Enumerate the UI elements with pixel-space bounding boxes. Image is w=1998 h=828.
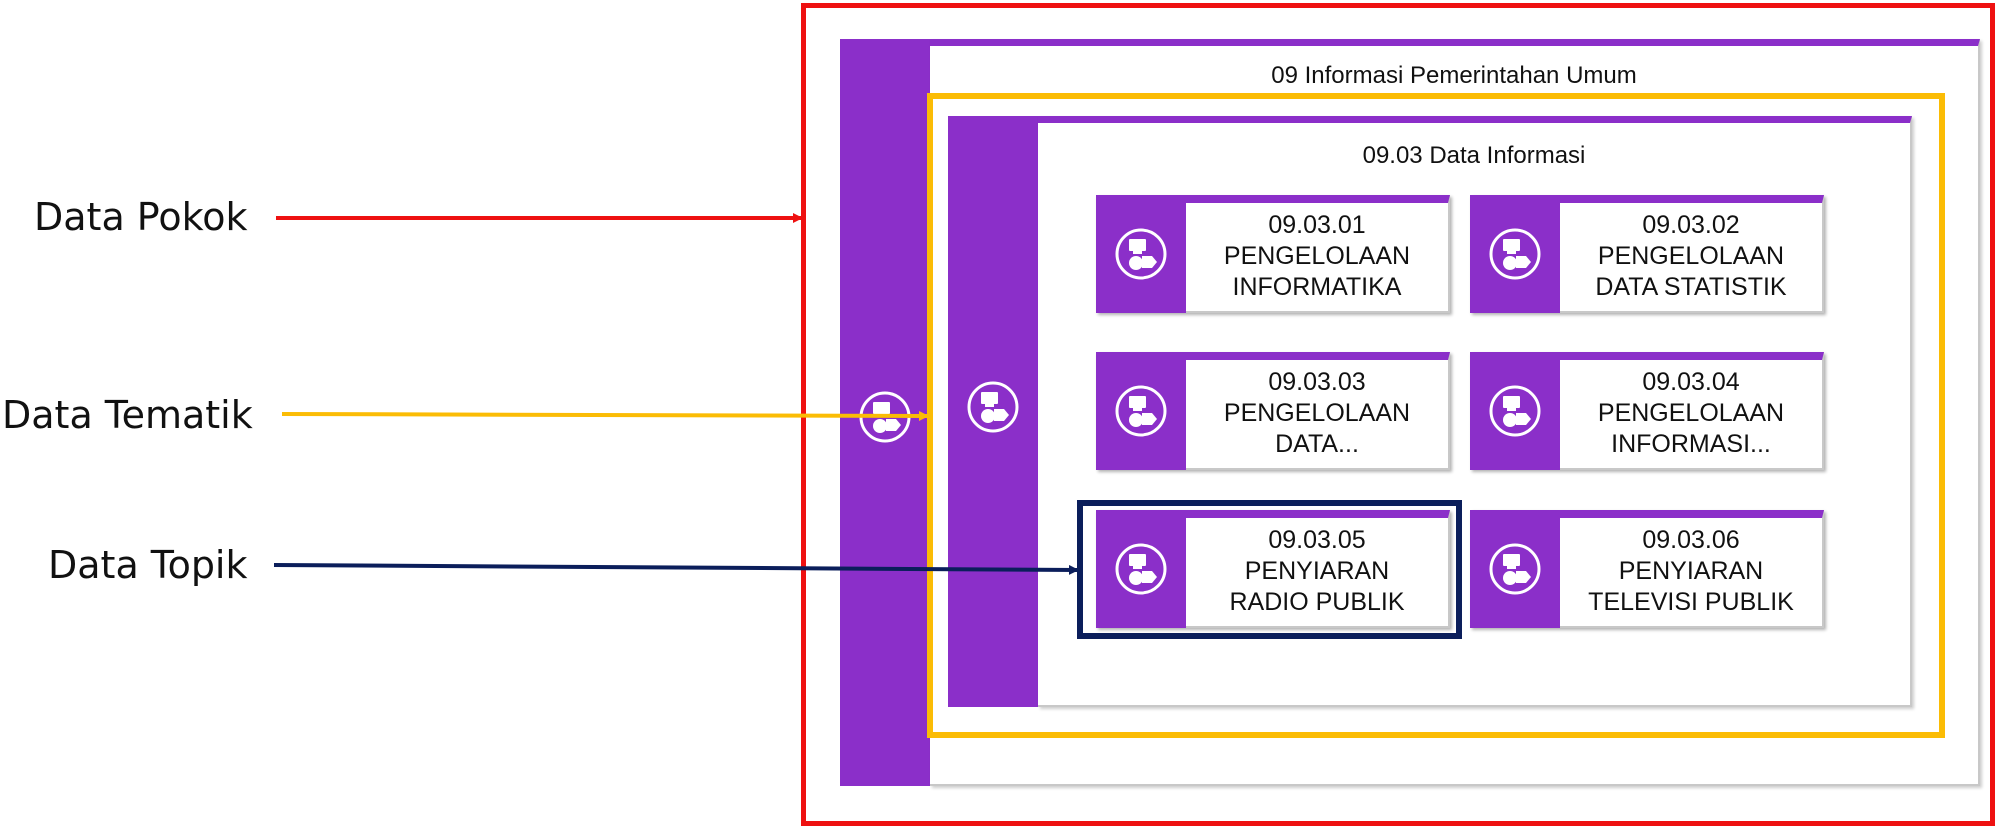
tile-code: 09.03.05 <box>1268 525 1366 554</box>
inner-card-sidebar <box>948 116 1038 707</box>
inner-card-title: 09.03 Data Informasi <box>1362 142 1586 169</box>
outer-card-app-icon <box>857 389 913 445</box>
app-icon <box>1113 226 1169 282</box>
tile-body: 09.03.05 PENYIARAN RADIO PUBLIK <box>1186 510 1450 628</box>
callout-data-pokok: Data Pokok <box>34 195 248 239</box>
tile-line1: PENGELOLAAN <box>1597 398 1785 427</box>
tile-body: 09.03.03 PENGELOLAAN DATA... <box>1186 352 1450 470</box>
tile-line2: DATA STATISTIK <box>1595 272 1787 301</box>
tile-line1: PENGELOLAAN <box>1597 241 1785 270</box>
tile-line2: RADIO PUBLIK <box>1229 587 1405 616</box>
tile-09-03-04[interactable]: 09.03.04 PENGELOLAAN INFORMASI... <box>1470 352 1824 470</box>
tile-09-03-02[interactable]: 09.03.02 PENGELOLAAN DATA STATISTIK <box>1470 195 1824 313</box>
tile-side <box>1096 510 1186 628</box>
tile-line1: PENYIARAN <box>1244 556 1390 585</box>
inner-card-app-icon <box>965 379 1021 435</box>
tile-line1: PENYIARAN <box>1618 556 1764 585</box>
tile-code: 09.03.03 <box>1268 367 1366 396</box>
data-tematik-frame <box>927 93 1945 738</box>
tile-line1: PENGELOLAAN <box>1223 241 1411 270</box>
tile-body: 09.03.04 PENGELOLAAN INFORMASI... <box>1560 352 1824 470</box>
tile-line2: TELEVISI PUBLIK <box>1588 587 1794 616</box>
app-icon <box>1487 383 1543 439</box>
tile-line2: DATA... <box>1275 429 1359 458</box>
outer-card-title: 09 Informasi Pemerintahan Umum <box>1271 62 1637 89</box>
tile-line1: PENGELOLAAN <box>1223 398 1411 427</box>
callout-data-topik: Data Topik <box>48 543 248 587</box>
tile-body: 09.03.06 PENYIARAN TELEVISI PUBLIK <box>1560 510 1824 628</box>
tile-code: 09.03.04 <box>1642 367 1740 396</box>
tile-body: 09.03.01 PENGELOLAAN INFORMATIKA <box>1186 195 1450 313</box>
tile-side <box>1096 352 1186 470</box>
app-icon <box>1487 541 1543 597</box>
tile-line2: INFORMASI... <box>1611 429 1771 458</box>
app-icon <box>1487 226 1543 282</box>
tile-line2: INFORMATIKA <box>1232 272 1402 301</box>
tile-side <box>1470 195 1560 313</box>
tile-side <box>1470 510 1560 628</box>
outer-card-sidebar <box>840 39 930 786</box>
tile-code: 09.03.01 <box>1268 210 1366 239</box>
app-icon <box>1113 541 1169 597</box>
tile-09-03-01[interactable]: 09.03.01 PENGELOLAAN INFORMATIKA <box>1096 195 1450 313</box>
tile-code: 09.03.06 <box>1642 525 1740 554</box>
app-icon <box>1113 383 1169 439</box>
tile-09-03-03[interactable]: 09.03.03 PENGELOLAAN DATA... <box>1096 352 1450 470</box>
tile-09-03-05[interactable]: 09.03.05 PENYIARAN RADIO PUBLIK <box>1096 510 1450 628</box>
tile-side <box>1470 352 1560 470</box>
tile-body: 09.03.02 PENGELOLAAN DATA STATISTIK <box>1560 195 1824 313</box>
tile-code: 09.03.02 <box>1642 210 1740 239</box>
callout-data-tematik: Data Tematik <box>2 393 253 437</box>
data-topik-frame <box>1077 500 1462 639</box>
tile-side <box>1096 195 1186 313</box>
tile-09-03-06[interactable]: 09.03.06 PENYIARAN TELEVISI PUBLIK <box>1470 510 1824 628</box>
